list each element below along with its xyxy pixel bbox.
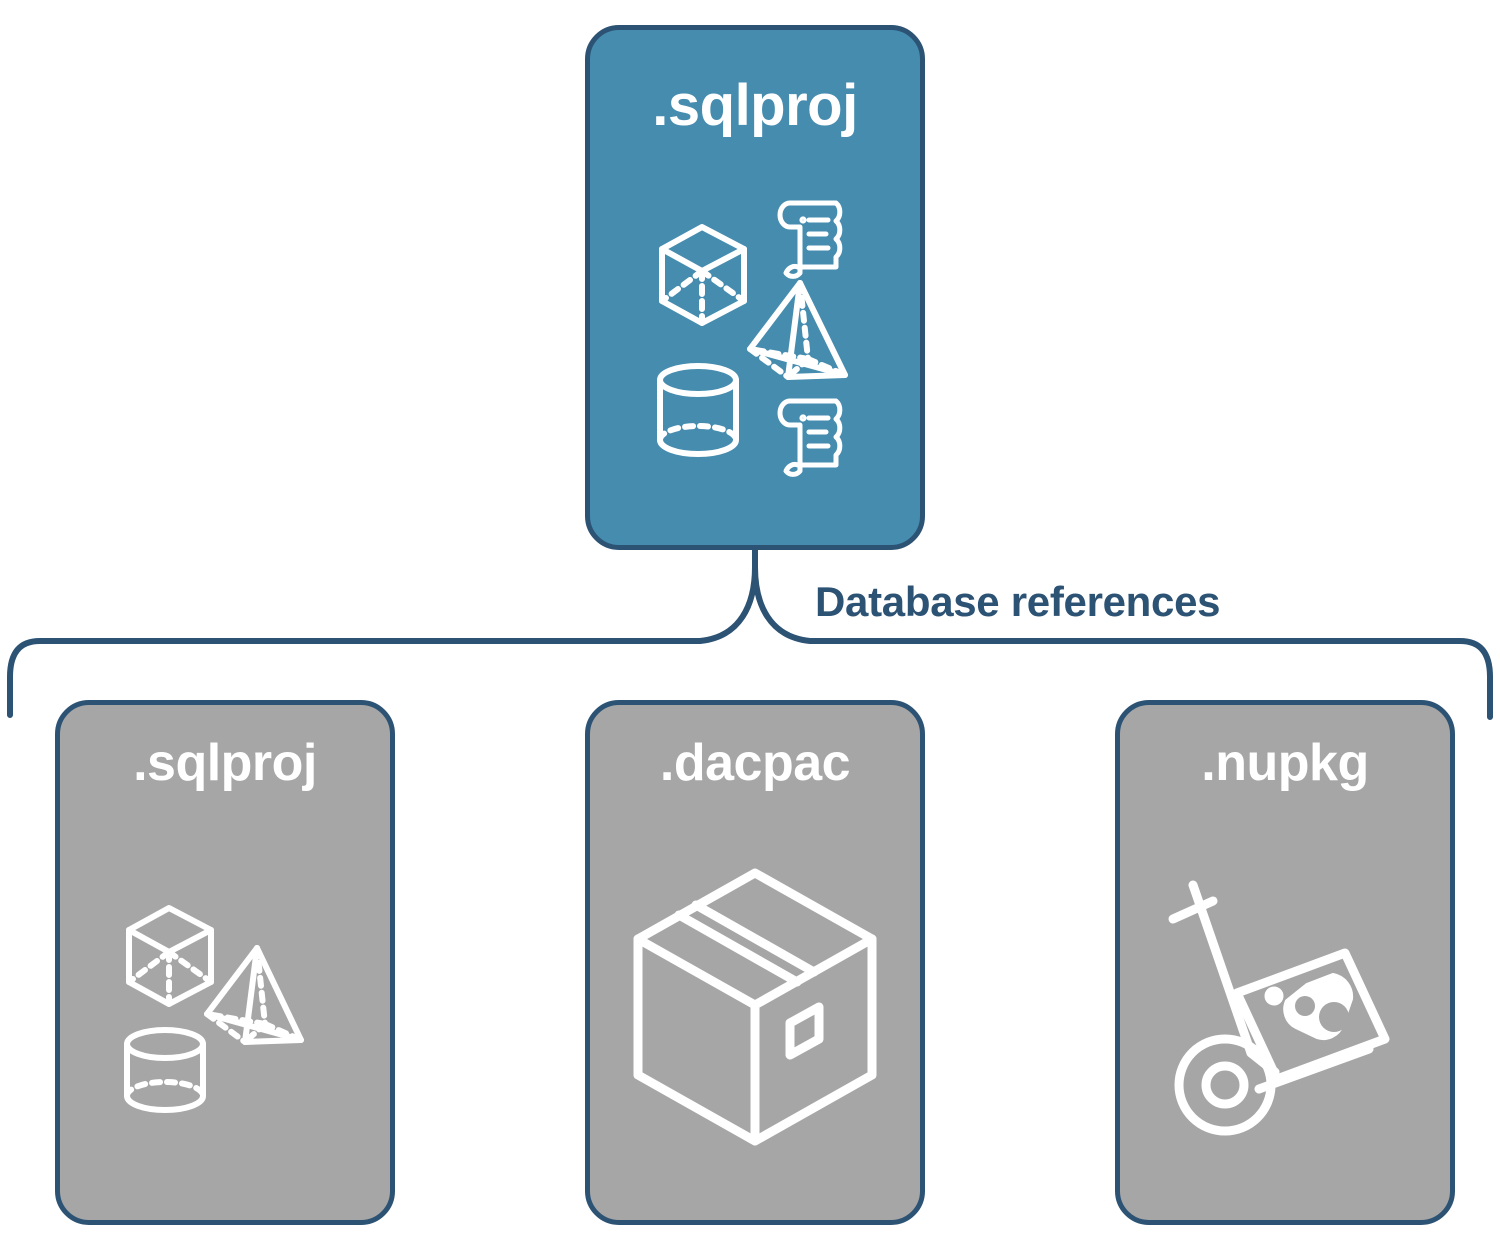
script-scroll-icon [777,398,843,477]
card-nupkg-reference[interactable]: .nupkg [1115,700,1455,1225]
cylinder-wireframe-icon [124,1026,206,1113]
card-title-nupkg: .nupkg [1201,734,1369,792]
card-art-sqlproj-source [590,139,920,545]
script-scroll-icon [777,200,843,279]
bracket-label-database-references: Database references [815,578,1221,625]
card-title-sqlproj-source: .sqlproj [652,73,858,138]
card-art-dacpac [590,793,920,1220]
card-art-sqlproj-reference [60,793,390,1220]
card-sqlproj-reference[interactable]: .sqlproj [55,700,395,1225]
sqlproj-shapes-and-scripts-art [657,200,848,477]
card-dacpac-reference[interactable]: .dacpac [585,700,925,1225]
card-sqlproj-source[interactable]: .sqlproj [585,25,925,550]
shipping-box-icon [633,868,877,1145]
pyramid-wireframe-icon [747,280,848,380]
card-art-nupkg [1120,793,1450,1220]
pyramid-wireframe-icon [204,944,304,1045]
hand-truck-package-icon [1168,880,1390,1135]
cube-wireframe-icon [126,904,214,1007]
card-title-sqlproj-reference: .sqlproj [133,734,317,792]
card-title-dacpac: .dacpac [659,734,851,792]
cube-wireframe-icon [659,224,747,326]
sqlproj-shapes-art [124,904,304,1113]
cylinder-wireframe-icon [657,363,739,457]
